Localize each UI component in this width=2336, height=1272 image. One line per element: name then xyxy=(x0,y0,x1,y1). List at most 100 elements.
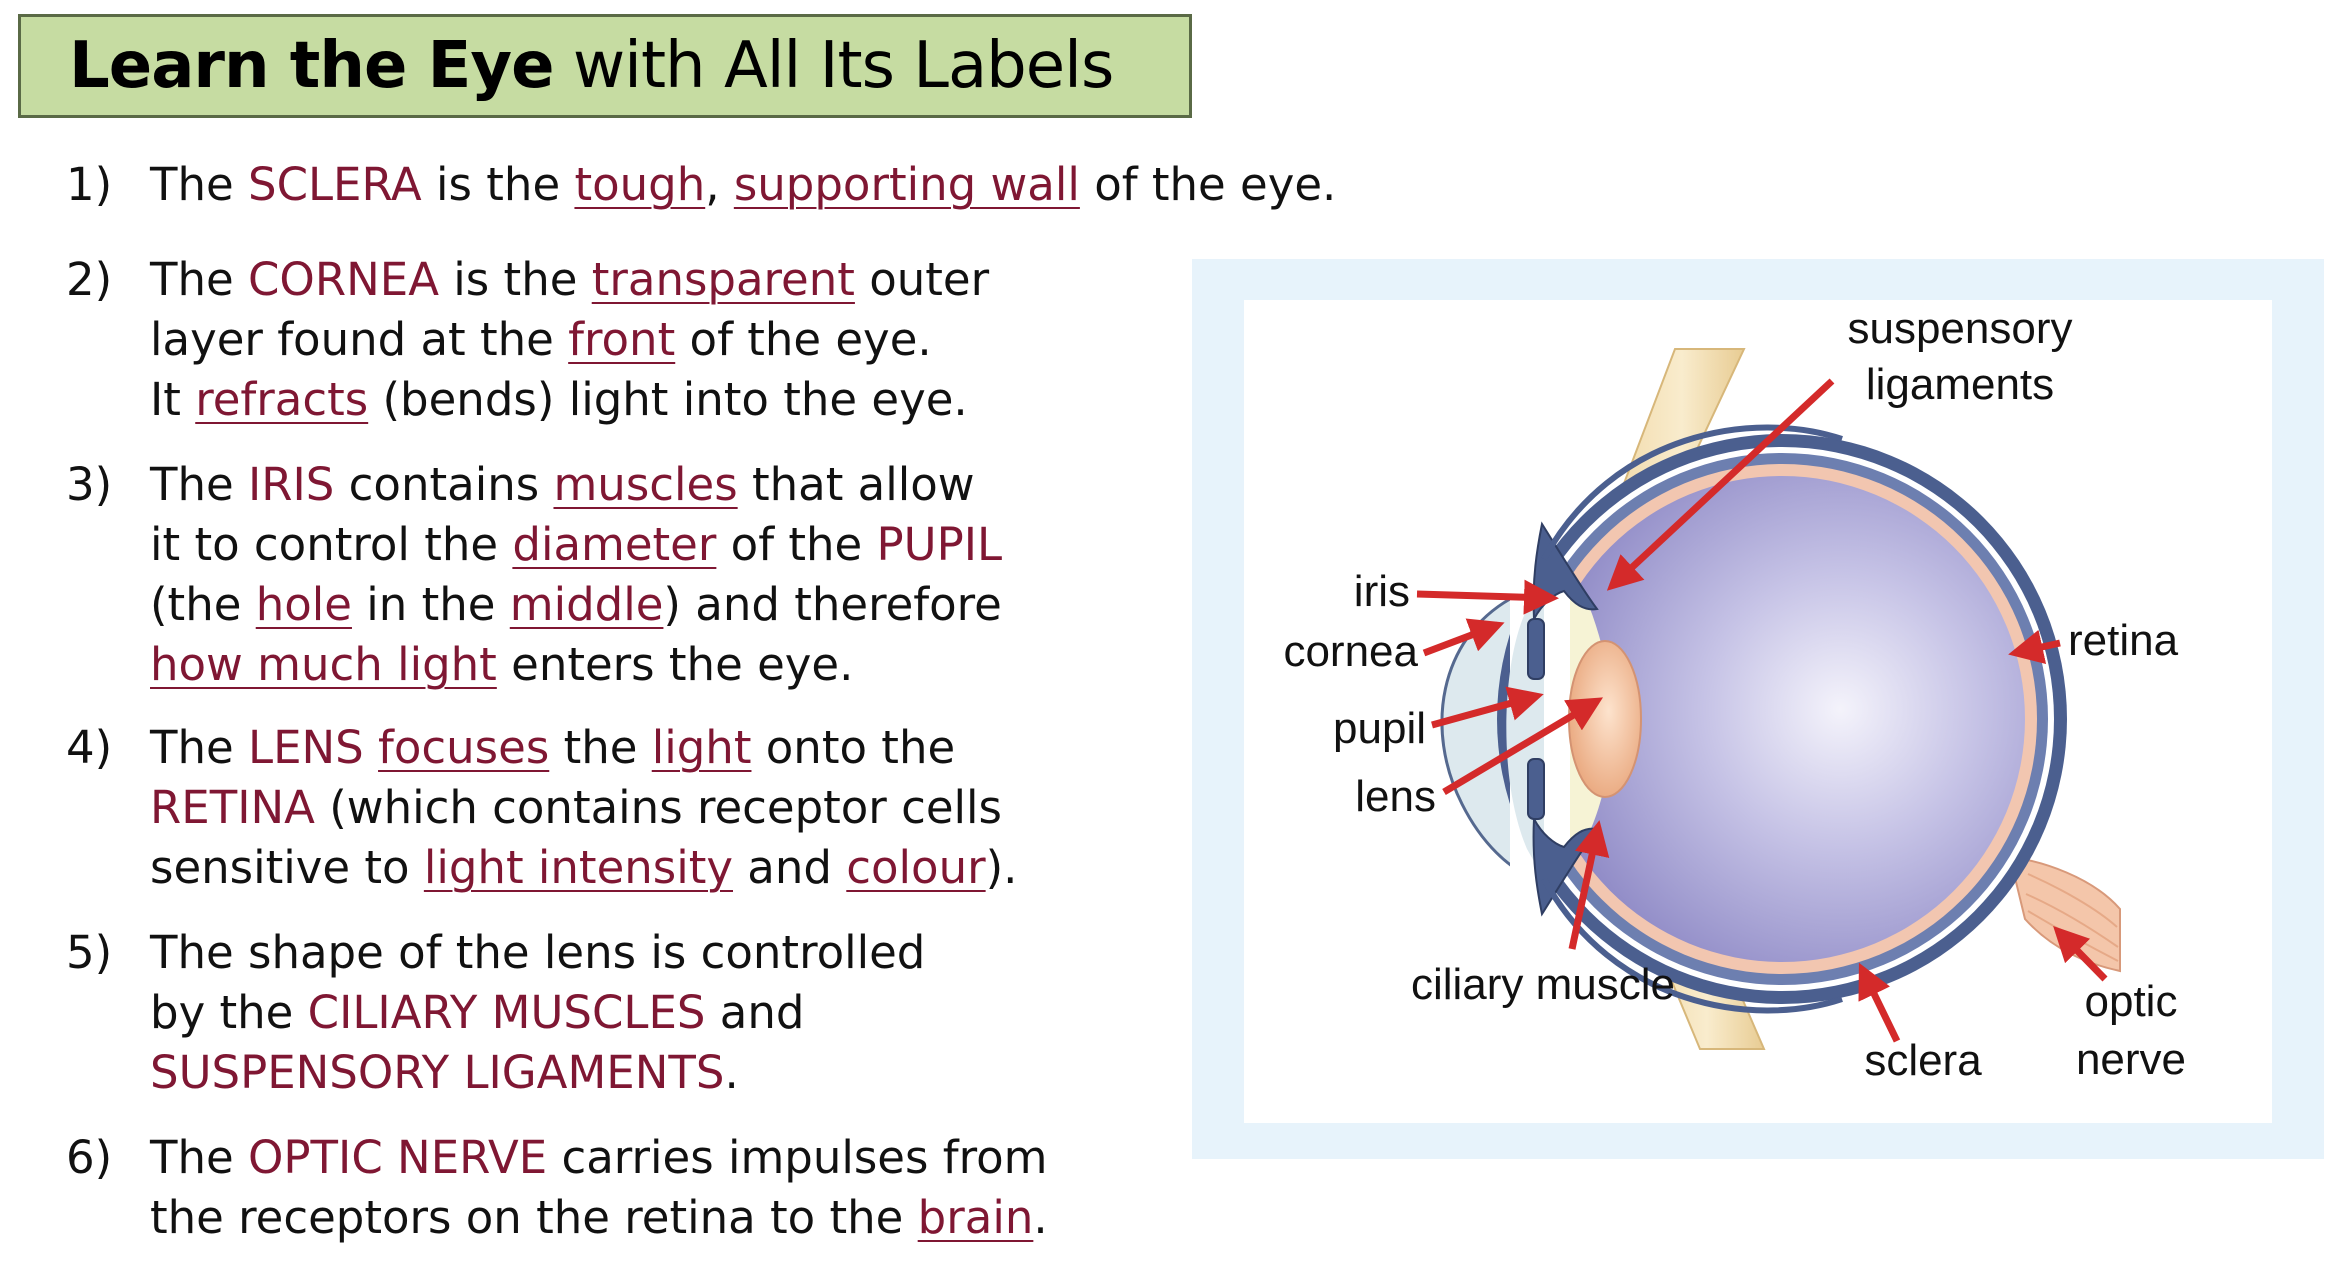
lower-iris xyxy=(1527,758,1545,820)
label-cornea: cornea xyxy=(1283,627,1418,676)
text-run: , xyxy=(705,158,734,211)
point-number: 4) xyxy=(66,721,113,774)
text-run: ) and therefore xyxy=(663,578,1002,631)
text-run: ). xyxy=(985,841,1018,894)
text-run: and xyxy=(733,841,847,894)
label-optic: optic xyxy=(2085,977,2178,1026)
text-run: The xyxy=(150,458,248,511)
point-line: how much light enters the eye. xyxy=(150,635,1002,695)
point-line: the receptors on the retina to the brain… xyxy=(150,1188,1048,1248)
text-run: contains xyxy=(334,458,554,511)
key-phrase: light intensity xyxy=(423,841,733,894)
point-number: 3) xyxy=(66,458,113,511)
title-bold: Learn the Eye xyxy=(69,29,554,103)
label-retina: retina xyxy=(2068,616,2179,665)
pupil-arrow xyxy=(1431,686,1544,729)
text-run: that allow xyxy=(737,458,975,511)
arrows xyxy=(1416,378,2108,1043)
text-run: carries impulses from xyxy=(547,1131,1048,1184)
text-run: (which contains receptor cells xyxy=(314,781,1002,834)
key-term: IRIS xyxy=(248,458,335,511)
text-run: The xyxy=(150,1131,248,1184)
text-run: of the xyxy=(716,518,877,571)
text-run: the xyxy=(549,721,652,774)
point-line: The shape of the lens is controlled xyxy=(150,923,925,983)
key-phrase: colour xyxy=(846,841,986,894)
label-ciliary-muscle: ciliary muscle xyxy=(1411,960,1675,1009)
key-phrase: focuses xyxy=(378,721,550,774)
key-phrase: supporting wall xyxy=(733,158,1080,211)
text-run: (the xyxy=(150,578,256,631)
point-line: it to control the diameter of the PUPIL xyxy=(150,515,1002,575)
text-run: layer found at the xyxy=(150,313,569,366)
key-term: PUPIL xyxy=(876,518,1003,571)
label-ligaments: ligaments xyxy=(1866,360,2054,409)
label-pupil: pupil xyxy=(1333,704,1426,753)
point-line: The SCLERA is the tough, supporting wall… xyxy=(150,155,1336,215)
point-line: SUSPENSORY LIGAMENTS. xyxy=(150,1043,925,1103)
point-line: The LENS focuses the light onto the xyxy=(150,718,1018,778)
key-term: RETINA xyxy=(150,781,315,834)
suspensory-arrow xyxy=(1606,378,1835,591)
key-phrase: tough xyxy=(574,158,706,211)
key-phrase: light xyxy=(651,721,752,774)
key-phrase: middle xyxy=(509,578,664,631)
title-banner: Learn the Eye with All Its Labels xyxy=(18,14,1192,118)
label-suspensory: suspensory xyxy=(1847,304,2072,353)
upper-iris xyxy=(1527,618,1545,680)
text-run: of the eye. xyxy=(1079,158,1337,211)
eye-diagram: suspensory ligaments iris cornea pupil l… xyxy=(1244,300,2272,1123)
point-number: 1) xyxy=(66,158,113,211)
eye-diagram-frame: suspensory ligaments iris cornea pupil l… xyxy=(1192,259,2324,1159)
text-run: The shape of the lens is controlled xyxy=(150,926,926,979)
key-phrase: how much light xyxy=(150,638,497,691)
text-run: and xyxy=(705,986,805,1039)
text-run: of the eye. xyxy=(675,313,932,366)
point-line: The IRIS contains muscles that allow xyxy=(150,455,1002,515)
key-term: LENS xyxy=(248,721,364,774)
key-phrase: hole xyxy=(255,578,352,631)
eyeball-interior xyxy=(1539,476,2025,962)
text-run: onto the xyxy=(751,721,956,774)
text-run: The xyxy=(150,158,248,211)
lens-arrow xyxy=(1442,697,1604,796)
point-line: The CORNEA is the transparent outer xyxy=(150,250,989,310)
text-run: (bends) light into the eye. xyxy=(368,373,968,426)
key-phrase: muscles xyxy=(553,458,738,511)
point-line: (the hole in the middle) and therefore xyxy=(150,575,1002,635)
sclera-arrow xyxy=(1858,962,1901,1043)
text-run: The xyxy=(150,253,248,306)
lens-shape xyxy=(1568,640,1642,798)
point-text: The SCLERA is the tough, supporting wall… xyxy=(150,155,1336,215)
retina-arrow xyxy=(2008,629,2061,665)
text-run: by the xyxy=(150,986,308,1039)
cornea-arrow xyxy=(1422,618,1505,657)
point-number: 6) xyxy=(66,1131,113,1184)
label-lens: lens xyxy=(1355,772,1436,821)
label-iris: iris xyxy=(1354,567,1410,616)
text-run: It xyxy=(150,373,196,426)
iris-arrow xyxy=(1416,579,1559,615)
point-number: 2) xyxy=(66,253,113,306)
title-rest: with All Its Labels xyxy=(553,29,1114,103)
point-line: The OPTIC NERVE carries impulses from xyxy=(150,1128,1048,1188)
text-run: . xyxy=(724,1046,739,1099)
text-run: in the xyxy=(351,578,510,631)
label-sclera: sclera xyxy=(1864,1036,1982,1085)
text-run: it to control the xyxy=(150,518,513,571)
text-run: . xyxy=(1033,1191,1048,1244)
key-term: SCLERA xyxy=(248,158,422,211)
point-text: The shape of the lens is controlled by th… xyxy=(150,923,925,1103)
key-term: CORNEA xyxy=(248,253,439,306)
text-run: enters the eye. xyxy=(496,638,854,691)
key-phrase: transparent xyxy=(591,253,855,306)
key-phrase: diameter xyxy=(512,518,717,571)
point-number: 5) xyxy=(66,926,113,979)
text-run: outer xyxy=(854,253,990,306)
text-run: the receptors on the retina to the xyxy=(150,1191,918,1244)
optic-nerve-arrow xyxy=(2053,925,2108,982)
text-run: sensitive to xyxy=(150,841,424,894)
